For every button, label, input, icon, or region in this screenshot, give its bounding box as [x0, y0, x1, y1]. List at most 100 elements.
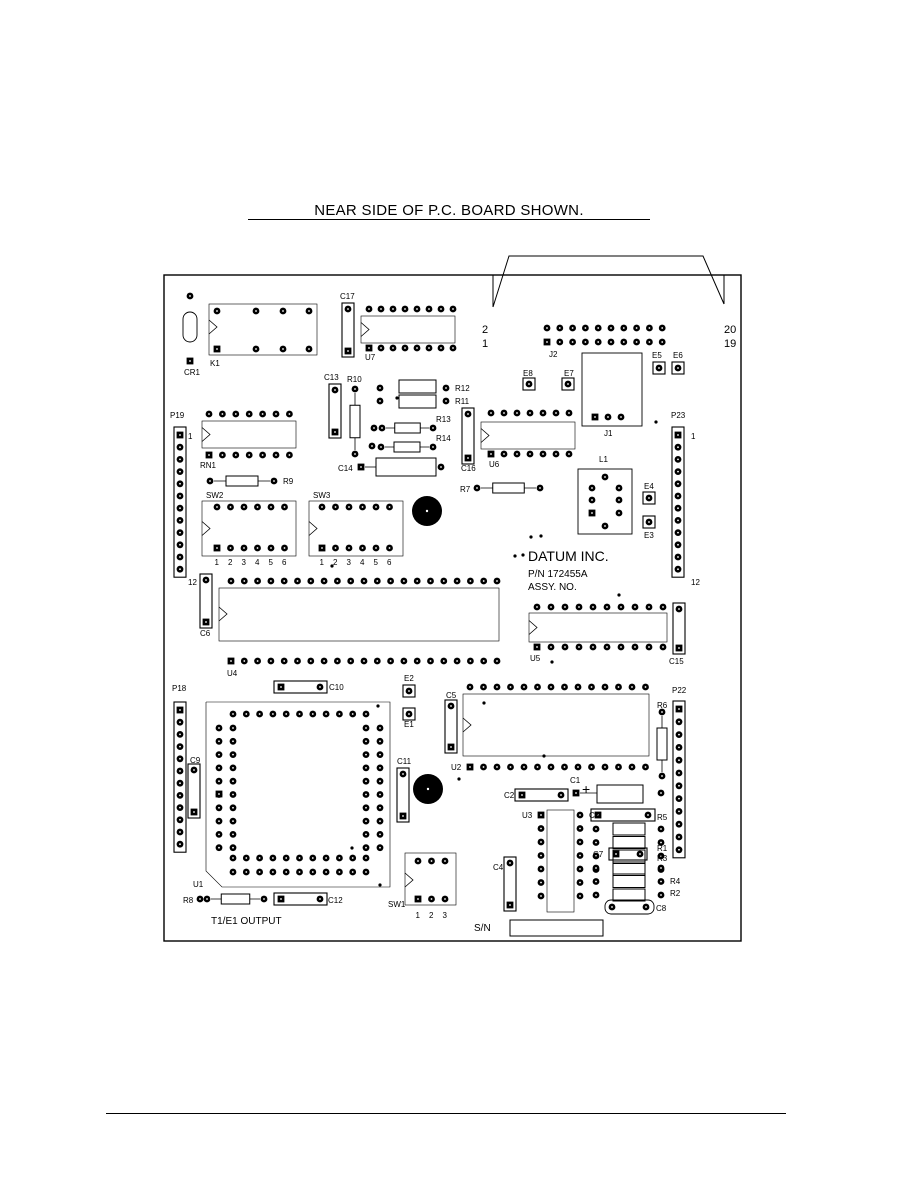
r14-left-pad-hole: [371, 445, 373, 447]
u4-top-pin-7-hole: [309, 580, 312, 582]
p19-pin-10-hole: [179, 543, 181, 546]
u4-bot-pin-21-hole: [496, 660, 498, 662]
refdes-c2: C2: [504, 791, 515, 800]
u1-left2-pin-9-hole: [232, 833, 234, 836]
c17-body: [341, 302, 355, 358]
u2-bot-pin-11-hole: [604, 766, 606, 768]
p22-pin-2-hole: [678, 720, 680, 723]
u4-top-pin-18-hole: [456, 580, 458, 582]
u1-bot2-pin-8-hole: [325, 871, 327, 873]
board-dot-6: [617, 593, 621, 597]
rnet2-left-3-hole: [595, 894, 597, 896]
p18-pin-2-hole: [179, 721, 181, 724]
c2-a-hole: [521, 794, 523, 796]
u1-top-pin-4-hole: [272, 713, 274, 715]
refdes-c4: C4: [493, 863, 504, 872]
board-dot-5: [330, 564, 334, 568]
u3-left-pin-6-hole: [540, 881, 542, 884]
p18-pin-11-hole: [179, 831, 181, 833]
u5-notch: [528, 620, 538, 635]
rn1-bot-pin-4-hole: [248, 454, 251, 456]
c16-body: [461, 407, 475, 465]
u5-bot-pin-2-hole: [550, 646, 552, 648]
rn1-top-pin-5-hole: [261, 413, 264, 415]
u2-bot-pin-12-hole: [617, 766, 620, 768]
sw3-pos-2: 2: [333, 558, 338, 567]
u1-bot-pin-8-hole: [325, 857, 327, 859]
cr1-top-pad-hole: [189, 295, 191, 297]
refdes-u3: U3: [522, 811, 533, 820]
c7-a-hole: [615, 853, 617, 855]
u1-bot-pin-1-hole: [232, 857, 234, 859]
u3-right-pin-4-hole: [579, 854, 581, 857]
c12-b-hole: [319, 898, 321, 900]
r6-body: [656, 727, 668, 761]
u1-right-pin-9-hole: [365, 833, 367, 836]
u7-bot-pin-3-hole: [392, 347, 394, 349]
l1-pin-5-hole: [618, 499, 620, 501]
p23-pin-11-hole: [677, 556, 679, 558]
u2-bot-pin-2-hole: [482, 766, 485, 768]
c5-b-hole: [450, 746, 452, 748]
l1-pin-bottom-hole: [604, 525, 606, 527]
r12-right-pad-hole: [445, 387, 447, 389]
u2-body: [462, 693, 650, 757]
refdes-sw3: SW3: [313, 491, 331, 500]
refdes-c3: C3: [589, 811, 600, 820]
u2-top-pin-2-hole: [482, 686, 485, 688]
sw3-top-pin-4-hole: [361, 506, 364, 508]
c1-polarity-mark: +: [582, 781, 590, 797]
sw2-bot-pin-2-hole: [229, 547, 232, 549]
u6-body: [480, 421, 576, 450]
u1-left2-pin-1-hole: [232, 727, 234, 729]
sw1-body: [404, 852, 457, 906]
sw2-bot-pin-1-hole: [216, 547, 218, 549]
u4-top-pin-6-hole: [296, 580, 299, 582]
u7-top-pin-1-hole: [368, 308, 370, 310]
sw1-bot-pin-2-hole: [430, 898, 433, 900]
u4-top-pin-2-hole: [243, 580, 246, 582]
p19-pin-12-label: 12: [188, 578, 197, 587]
rnet-body-2: [612, 836, 646, 849]
board-dot-2: [539, 534, 543, 538]
p23-pin-12-hole: [677, 568, 679, 571]
u1-left2-pin-2-hole: [232, 740, 234, 743]
e5-box: [652, 361, 666, 375]
company-name: DATUM INC.: [528, 548, 609, 564]
sw2-top-pin-6-hole: [283, 506, 286, 508]
u7-bot-pin-8-hole: [452, 347, 454, 349]
c9-b-hole: [193, 811, 195, 813]
u1-left2-pin-3-hole: [232, 753, 234, 756]
refdes-c16: C16: [461, 464, 476, 473]
j2-bot-pin-9-hole: [648, 341, 651, 343]
sw3-pos-4: 4: [360, 558, 365, 567]
k1-body: [208, 303, 318, 356]
u1-left-pin-1-hole: [218, 727, 220, 729]
r14-b-hole: [432, 446, 434, 448]
refdes-r4: R4: [670, 877, 681, 886]
p18-pin-10-hole: [179, 818, 181, 821]
u7-top-pin-6-hole: [428, 308, 430, 310]
c17-b-hole: [347, 350, 349, 352]
board-outline: [163, 274, 742, 942]
c4-b-hole: [509, 904, 511, 906]
j2-top-pin-10-hole: [661, 327, 664, 329]
u1-left2-pin-7-hole: [232, 806, 234, 809]
u1-right-pin-1-hole: [365, 727, 367, 729]
u3-right-pin-7-hole: [579, 895, 581, 897]
sw3-bot-pin-2-hole: [334, 547, 337, 549]
u7-bot-pin-6-hole: [428, 347, 430, 349]
u2-top-pin-11-hole: [604, 686, 606, 688]
p23-pin-1-label: 1: [691, 432, 696, 441]
c10-b-hole: [319, 686, 321, 688]
l1-pin-3-hole: [618, 487, 620, 489]
u3-body: [546, 809, 575, 913]
u7-bot-pin-4-hole: [404, 347, 406, 349]
u2-bot-pin-8-hole: [563, 766, 566, 768]
u4-top-pin-3-hole: [256, 580, 259, 582]
rnet2-right-3-hole: [660, 894, 662, 896]
u6-bot-pin-1-hole: [490, 453, 492, 455]
board-dot-1: [529, 535, 533, 539]
u1-bot-pin-2-hole: [245, 857, 248, 859]
